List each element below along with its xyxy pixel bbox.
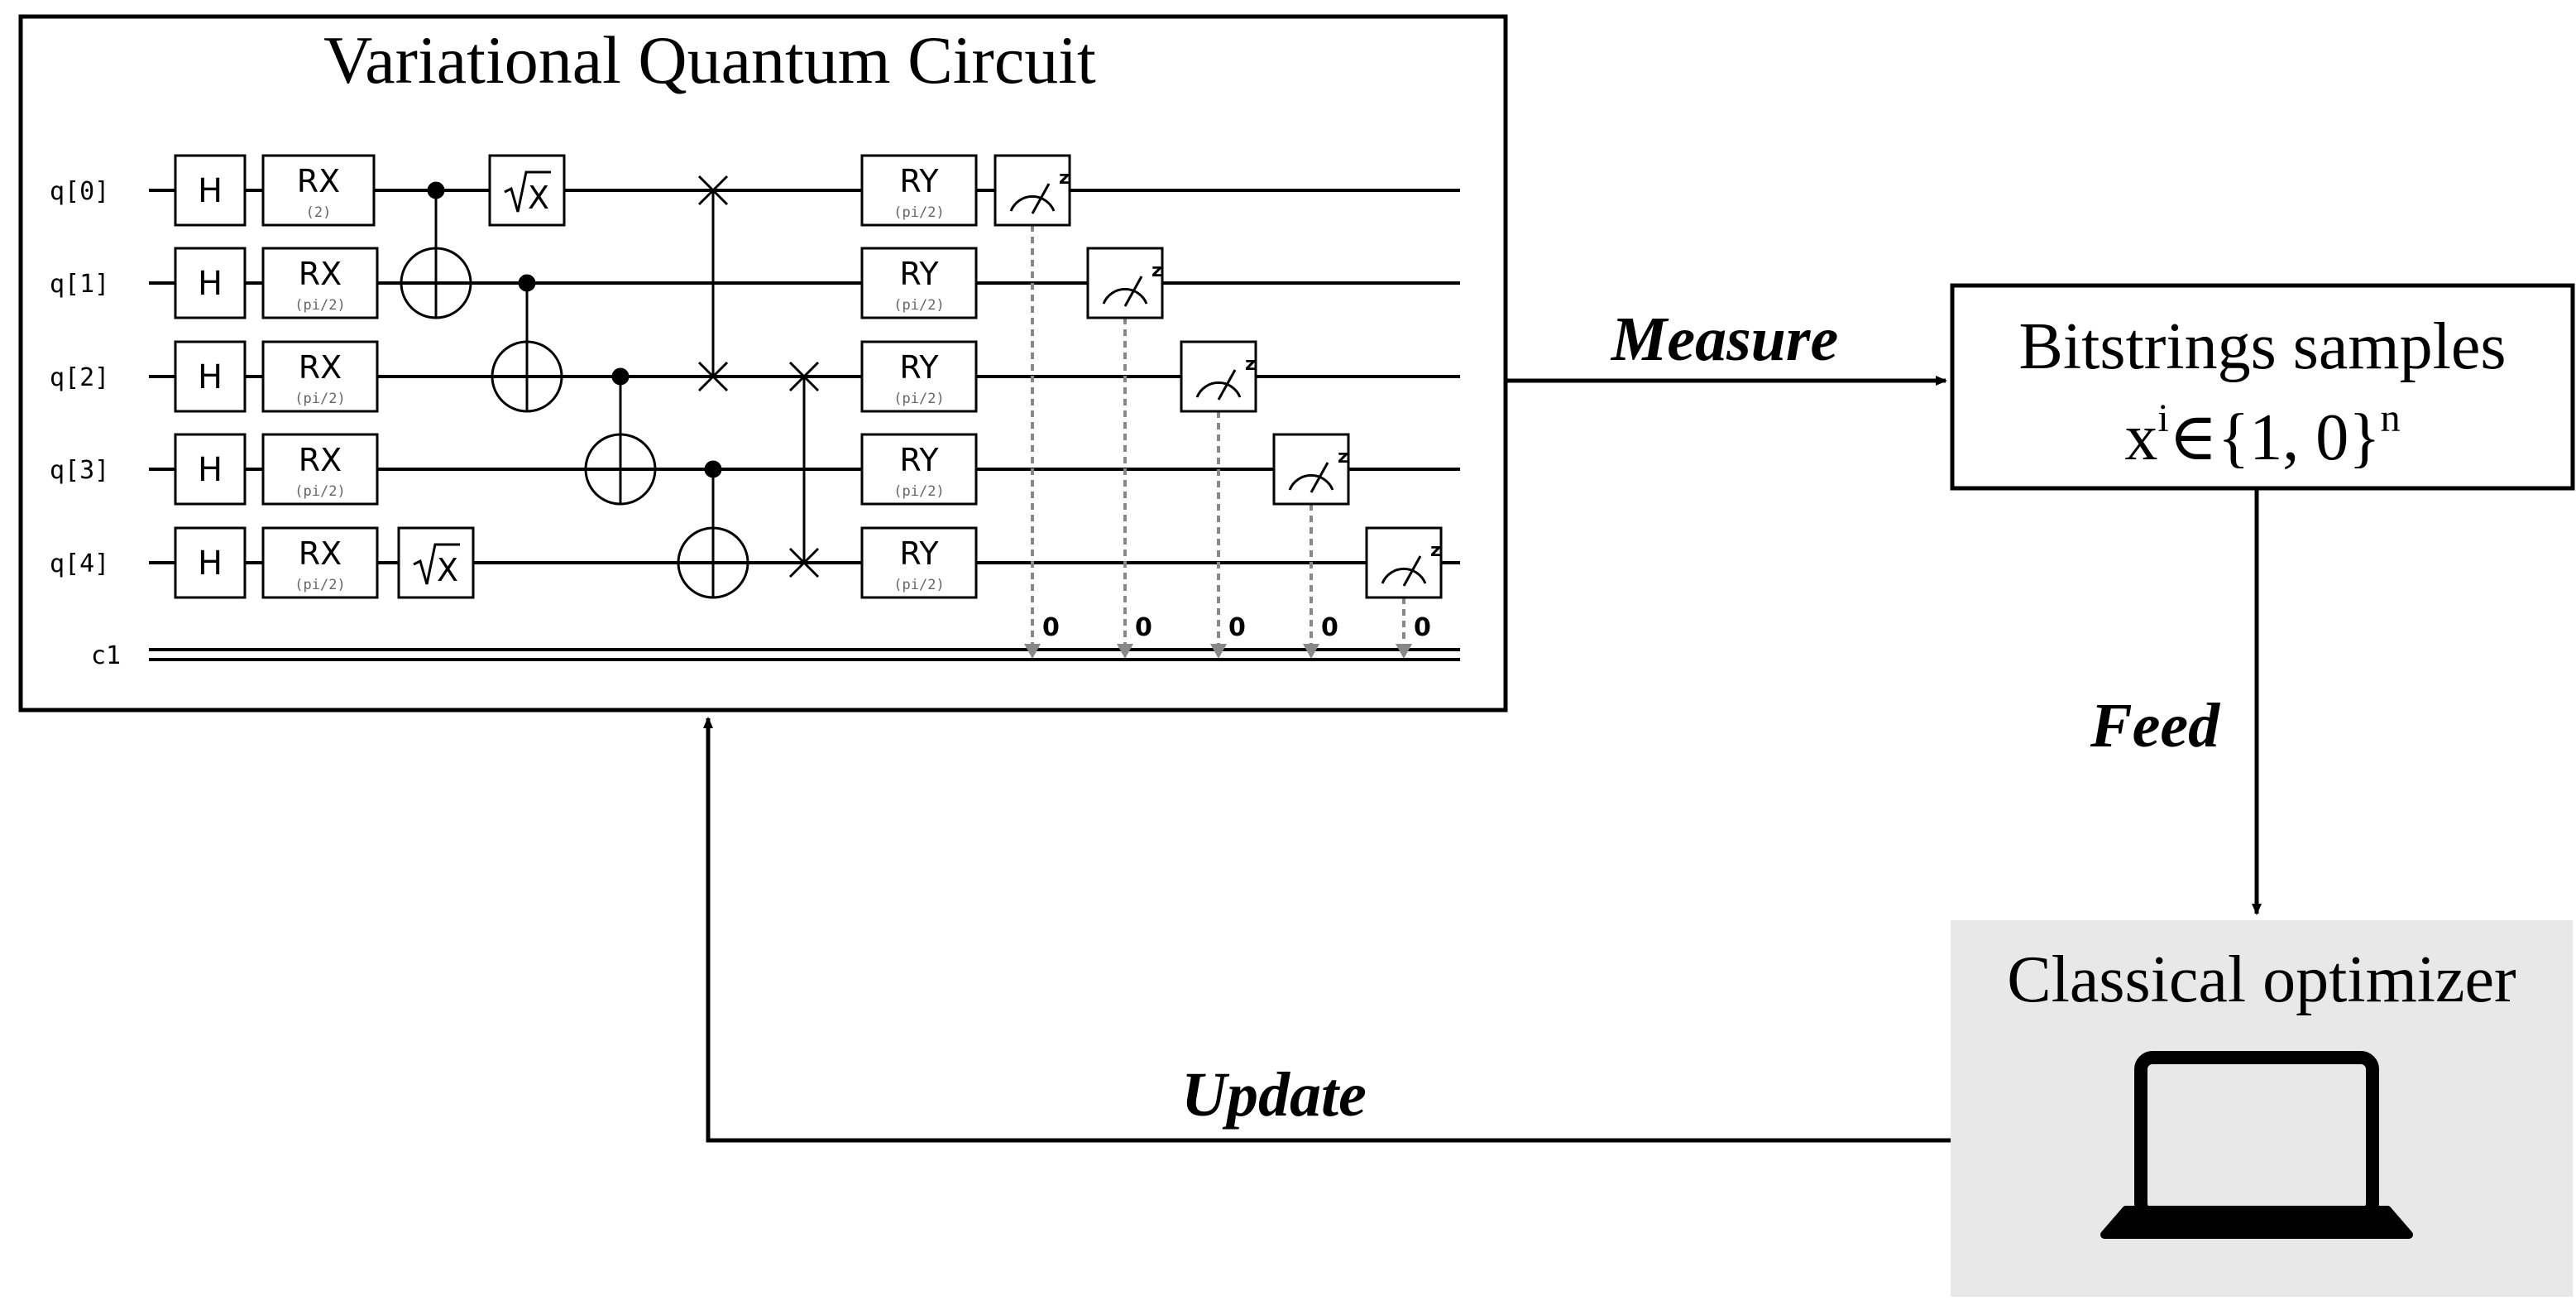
svg-text:z: z [1152,261,1162,281]
update-label: Update [1181,1060,1367,1130]
measure-arrow: Measure [1506,305,1947,386]
h-gate-q0: H [174,154,247,227]
swap-q0-q2 [697,175,729,392]
h-gate-q4: H [174,526,247,599]
svg-text:z: z [1245,354,1256,375]
ry-gate-q2: RY (pi/2) [860,340,978,413]
update-arrow: Update [703,717,1951,1143]
svg-text:H: H [198,265,223,303]
svg-text:RY: RY [899,442,939,478]
svg-text:H: H [198,172,223,210]
measure-target-4: 0 [1414,613,1431,642]
svg-text:(pi/2): (pi/2) [294,577,345,593]
qubit-label-4: q[4] [50,549,109,578]
svg-text:X: X [437,552,458,588]
bitstrings-title: Bitstrings samples [2019,310,2507,383]
qubit-labels: q[0] q[1] q[2] q[3] q[4] c1 [50,177,121,670]
svg-text:(pi/2): (pi/2) [294,483,345,500]
svg-text:z: z [1059,168,1070,189]
h-gate-q2: H [174,340,247,413]
rx-gate-q0: RX (2) [261,154,376,227]
rx-gate-q3: RX (pi/2) [261,433,379,506]
classical-register-label: c1 [91,641,121,670]
circuit-panel: Variational Quantum Circuit q[0] q[1] q[… [18,14,1508,713]
ry-gate-q1: RY (pi/2) [860,247,978,319]
svg-text:RX: RX [299,535,342,572]
rx-gate-q4: RX (pi/2) [261,526,379,599]
meter-q2: z [1180,340,1257,413]
svg-text:RY: RY [899,163,939,199]
svg-text:RX: RX [299,442,342,478]
ry-gates: RY (pi/2) RY (pi/2) RY (pi/2) RY (pi/2) … [860,154,978,599]
ry-gate-q3: RY (pi/2) [860,433,978,506]
svg-text:RY: RY [899,535,939,572]
hadamard-gates: H H H H H [174,154,247,599]
optimizer-title: Classical optimizer [2007,943,2516,1016]
ry-gate-q0: RY (pi/2) [860,154,978,227]
swap-gates [697,175,820,578]
h-gate-q3: H [174,433,247,506]
sqrt-x-gate-q0: X [488,154,566,227]
svg-text:H: H [198,451,223,489]
svg-text:X: X [528,180,549,216]
rx-gate-q2: RX (pi/2) [261,340,379,413]
rx-gates: RX (2) RX (pi/2) RX (pi/2) RX (pi/2) RX [261,154,379,599]
svg-text:(pi/2): (pi/2) [893,391,944,407]
svg-text:z: z [1338,447,1348,468]
h-gate-q1: H [174,247,247,319]
svg-text:(pi/2): (pi/2) [893,483,944,500]
cnot-q2-q3 [584,367,657,506]
feed-label: Feed [2090,691,2220,761]
qubit-label-0: q[0] [50,177,109,206]
svg-text:RX: RX [297,163,340,199]
measure-target-1: 0 [1135,613,1152,642]
measure-target-0: 0 [1042,613,1060,642]
qubit-label-3: q[3] [50,456,109,485]
ry-gate-q4: RY (pi/2) [860,526,978,599]
bitstrings-box: Bitstrings samples xi∈{1, 0}n [1950,283,2575,491]
qubit-label-2: q[2] [50,363,109,392]
classical-wire [149,648,1460,661]
svg-text:H: H [198,545,223,583]
meter-q1: z [1086,247,1164,319]
measurements: 0 0 0 0 0 z z [994,154,1443,659]
measure-target-2: 0 [1228,613,1246,642]
meter-q3: z [1272,433,1350,506]
svg-text:RX: RX [299,256,342,292]
svg-text:(pi/2): (pi/2) [893,577,944,593]
cnot-q0-q1 [400,181,472,319]
svg-text:RX: RX [299,349,342,386]
svg-text:RY: RY [899,349,939,386]
laptop-icon [2100,1051,2413,1239]
bitstrings-formula: xi∈{1, 0}n [2124,396,2400,474]
rx-gate-q1: RX (pi/2) [261,247,379,319]
cnot-q1-q2 [491,274,563,413]
meter-q0: z [994,154,1071,227]
cnot-q3-q4 [677,460,749,599]
svg-text:(pi/2): (pi/2) [893,297,944,314]
svg-text:z: z [1430,540,1441,561]
feed-arrow: Feed [2090,488,2262,915]
cnot-gates [400,181,749,599]
sqrt-x-gate-q4: X [397,526,475,599]
meter-q4: z [1365,526,1443,599]
qubit-label-1: q[1] [50,270,109,299]
measure-target-3: 0 [1321,613,1338,642]
optimizer-box: Classical optimizer [1951,920,2573,1297]
circuit-title: Variational Quantum Circuit [323,22,1096,98]
svg-text:(2): (2) [306,204,332,221]
svg-text:RY: RY [899,256,939,292]
svg-text:(pi/2): (pi/2) [294,297,345,314]
svg-text:(pi/2): (pi/2) [893,204,944,221]
svg-text:H: H [198,358,223,396]
measure-label: Measure [1611,305,1838,374]
swap-q2-q4 [788,361,820,578]
svg-text:(pi/2): (pi/2) [294,391,345,407]
